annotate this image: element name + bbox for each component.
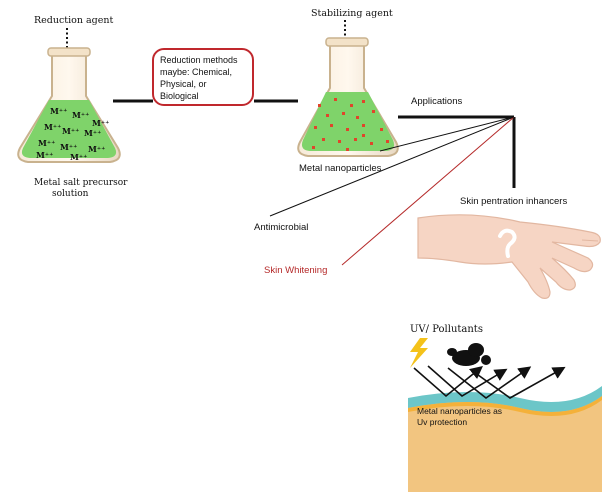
nanoparticle-dot bbox=[346, 128, 349, 131]
nanoparticle-dot bbox=[318, 104, 321, 107]
metal-nanoparticles-label: Metal nanoparticles bbox=[299, 163, 382, 174]
nanoparticle-flask bbox=[297, 37, 399, 157]
nanoparticle-dot bbox=[354, 138, 357, 141]
nanoparticle-dot bbox=[334, 98, 337, 101]
metal-ion-symbol: M⁺⁺ bbox=[62, 126, 80, 136]
nanoparticle-dot bbox=[362, 100, 365, 103]
antimicrobial-link bbox=[269, 116, 515, 217]
skin-base bbox=[408, 392, 602, 492]
nanoparticle-dot bbox=[370, 142, 373, 145]
reduction-methods-text: Reduction methods maybe: Chemical, Physi… bbox=[160, 55, 238, 101]
nanoparticle-dot bbox=[322, 138, 325, 141]
nanoparticle-dot bbox=[338, 140, 341, 143]
metal-ion-symbol: M⁺⁺ bbox=[38, 138, 56, 148]
metal-ion-symbol: M⁺⁺ bbox=[70, 152, 88, 162]
nanoparticle-dot bbox=[362, 134, 365, 137]
stabilizing-agent-label: Stabilizing agent bbox=[311, 8, 393, 19]
nanoparticle-dot bbox=[380, 128, 383, 131]
nanoparticle-liquid bbox=[301, 92, 395, 151]
solution-label: solution bbox=[52, 189, 89, 199]
hand-illustration bbox=[417, 214, 601, 299]
precursor-flask bbox=[17, 47, 121, 163]
metal-ion-symbol: M⁺⁺ bbox=[60, 142, 78, 152]
skin-penetration-label: Skin pentration inhancers bbox=[460, 196, 568, 207]
skin-layer bbox=[408, 386, 602, 412]
nanoparticle-dot bbox=[362, 124, 365, 127]
nanoparticles bbox=[312, 98, 389, 151]
uv-pollutants-label: UV/ Pollutants bbox=[410, 324, 483, 335]
metal-ion-symbol: M⁺⁺ bbox=[50, 106, 68, 116]
nanoparticle-dot bbox=[326, 114, 329, 117]
reduction-agent-label: Reduction agent bbox=[34, 15, 114, 26]
nanoparticle-dot bbox=[330, 124, 333, 127]
nanoparticle-dot bbox=[386, 140, 389, 143]
antimicrobial-label: Antimicrobial bbox=[254, 222, 309, 233]
metal-ion-symbol: M⁺⁺ bbox=[72, 110, 90, 120]
skin-whitening-label: Skin Whitening bbox=[264, 265, 328, 276]
nanoparticle-link bbox=[379, 116, 515, 152]
uv-protection-label-line2: Uv protection bbox=[417, 417, 468, 427]
nanoparticle-dot bbox=[342, 112, 345, 115]
applications-label: Applications bbox=[411, 96, 463, 107]
nanoparticle-dot bbox=[350, 104, 353, 107]
metal-ion-symbol: M⁺⁺ bbox=[92, 118, 110, 128]
nanoparticle-dot bbox=[314, 126, 317, 129]
metal-ion-symbol: M⁺⁺ bbox=[44, 122, 62, 132]
nanoparticle-dot bbox=[312, 146, 315, 149]
metal-ion-symbol: M⁺⁺ bbox=[36, 150, 54, 160]
uv-protection-label-line1: Metal nanoparticles as bbox=[417, 406, 503, 416]
reduction-methods-box: Reduction methods maybe: Chemical, Physi… bbox=[152, 48, 254, 106]
precursor-liquid bbox=[21, 100, 117, 158]
skin-whitening-link bbox=[341, 116, 515, 266]
uv-protection-illustration bbox=[408, 338, 602, 492]
nanoparticle-dot bbox=[356, 116, 359, 119]
nanoparticle-dot bbox=[372, 110, 375, 113]
nanoparticle-dot bbox=[346, 148, 349, 151]
cloud-pollutant-icon bbox=[447, 343, 491, 366]
metal-ion-symbol: M⁺⁺ bbox=[84, 128, 102, 138]
metal-salt-precursor-label: Metal salt precursor bbox=[34, 178, 128, 188]
metal-ion-symbol: M⁺⁺ bbox=[88, 144, 106, 154]
lightning-icon bbox=[410, 338, 428, 368]
